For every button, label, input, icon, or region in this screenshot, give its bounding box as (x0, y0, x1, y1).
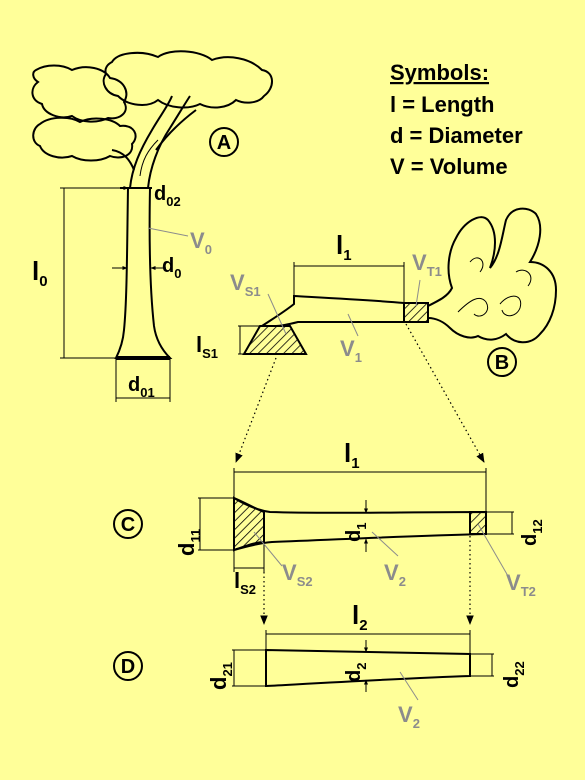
vs1-leader (267, 293, 287, 335)
label-d21: d21 (206, 662, 235, 690)
v2d-leader (399, 671, 419, 701)
panel-c-badge (113, 509, 143, 539)
label-d12: d12 (519, 519, 545, 546)
label-v2d: V2 (398, 702, 420, 731)
projection-arrow-left (235, 357, 277, 463)
label-vt1: VT1 (412, 250, 442, 279)
tree-crown-upper (102, 50, 273, 109)
panel-d-merchantable-log: D l2 d21 d2 d22 V2 (113, 600, 527, 731)
tree-branch-4 (155, 109, 197, 151)
label-vs2: VS2 (282, 560, 313, 589)
label-l2: l2 (352, 600, 368, 634)
panel-c-letter: C (121, 514, 135, 536)
label-d2: d2 (343, 663, 369, 682)
top-volume-vt2 (469, 511, 487, 535)
vt2-leader (477, 523, 509, 577)
legend-length: l = Length (390, 92, 495, 117)
panel-c-log-sections: C l1 d11 d1 d12 lS2 VS2 V2 (113, 438, 545, 625)
tree-crown-lower (32, 116, 137, 162)
panel-a-standing-tree: l0 d02 V0 d0 d01 A (31, 50, 273, 402)
label-d11: d11 (174, 529, 203, 556)
tree-branch-2 (147, 95, 191, 189)
panel-d-badge (113, 651, 143, 681)
label-v1: V1 (340, 336, 362, 365)
tree-branch-5 (139, 139, 159, 177)
v0-leader (147, 227, 189, 237)
label-vt2: VT2 (506, 570, 536, 599)
felled-crown (427, 207, 558, 344)
projection-arrow-right (405, 323, 485, 463)
legend-title: Symbols: (390, 60, 489, 85)
label-d22: d22 (501, 661, 527, 688)
v2c-leader (371, 531, 399, 557)
label-l1: l1 (336, 230, 352, 264)
label-d1: d1 (343, 523, 369, 542)
label-v2c: V2 (384, 560, 406, 589)
label-v0: V0 (190, 228, 212, 257)
vs2-leader (253, 531, 283, 567)
label-ls1: lS1 (196, 332, 218, 361)
label-d02: d02 (154, 183, 181, 209)
label-ls2: lS2 (234, 568, 256, 597)
legend-volume: V = Volume (390, 154, 508, 179)
felled-crown-inner (457, 257, 532, 317)
label-l0: l0 (32, 256, 48, 290)
panel-a-badge (209, 127, 239, 157)
panel-b-letter: B (495, 352, 509, 374)
v1-leader (347, 313, 359, 337)
tree-branch-3 (111, 149, 135, 171)
label-vs1: VS1 (230, 270, 261, 299)
vt1-leader (415, 279, 421, 307)
panel-d-letter: D (121, 656, 135, 678)
legend-diameter: d = Diameter (390, 123, 523, 148)
label-d0: d0 (162, 255, 181, 281)
label-l1c: l1 (344, 438, 360, 472)
label-d01: d01 (128, 374, 155, 400)
stump-volume-vs1 (242, 325, 308, 355)
felled-log (261, 294, 405, 327)
tree-crown-left (31, 64, 128, 123)
panel-a-letter: A (217, 132, 231, 154)
panel-b-badge (487, 347, 517, 377)
panel-b-felled-tree: l1 lS1 VS1 VT1 V1 B (196, 207, 558, 463)
symbols-legend: Symbols: l = Length d = Diameter V = Vol… (390, 60, 523, 179)
tree-branch-1 (129, 95, 173, 189)
